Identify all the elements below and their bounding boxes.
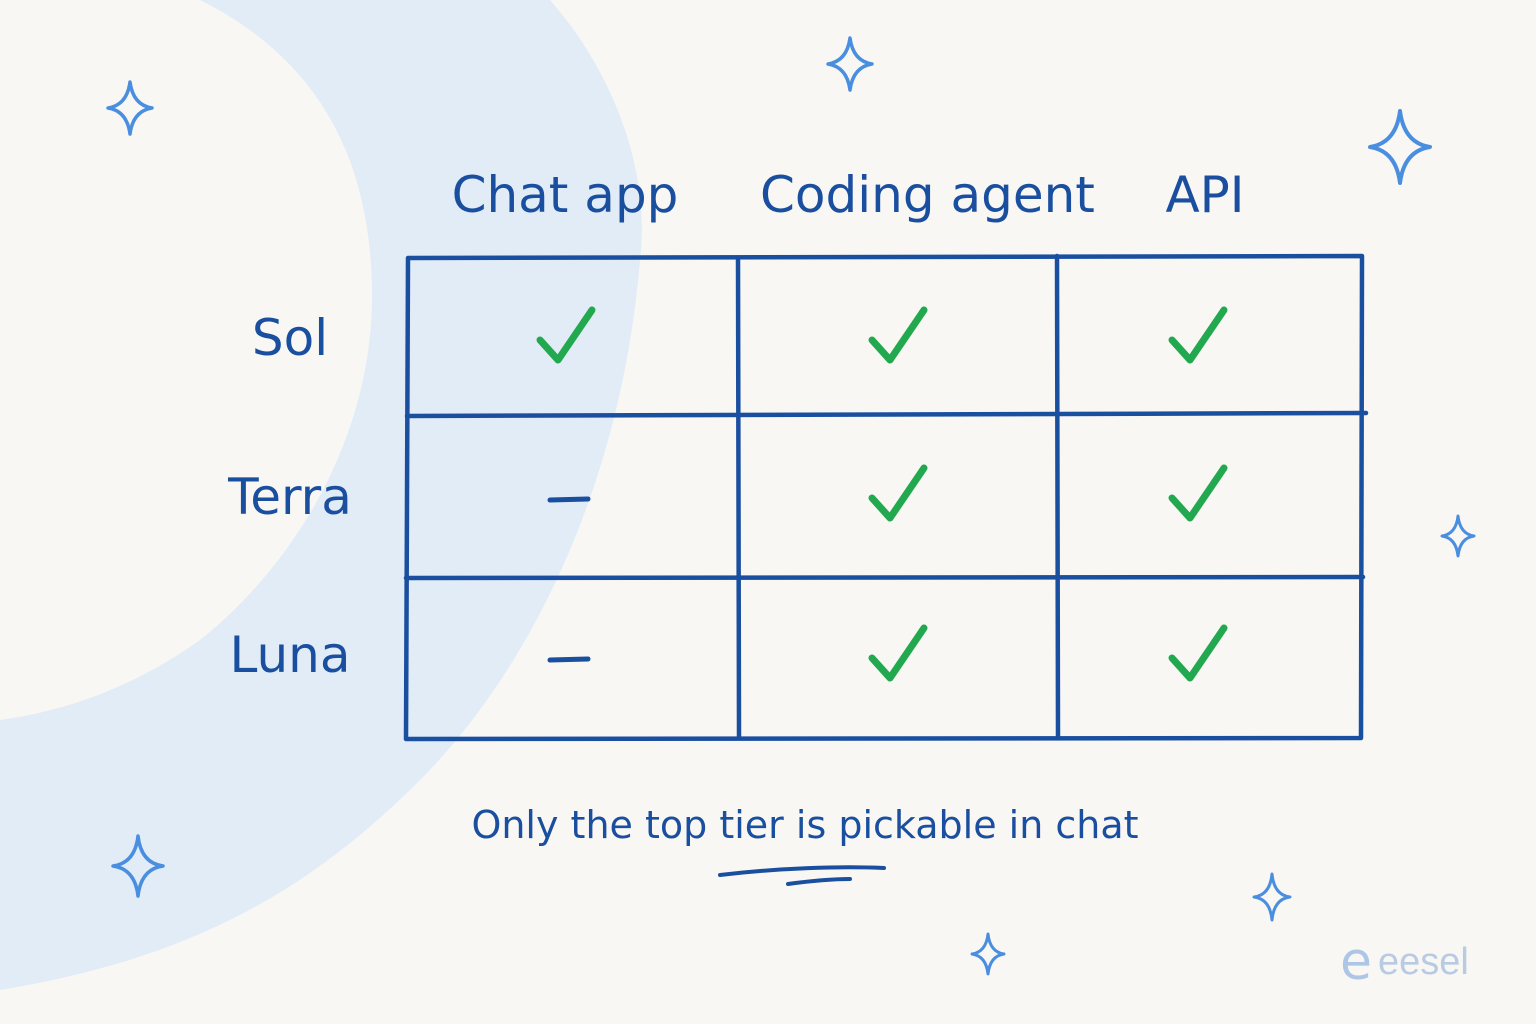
column-divider-1 (735, 255, 742, 740)
checkmark-icon (1168, 464, 1228, 522)
column-header-coding-agent: Coding agent (760, 166, 1095, 224)
brand-name: eesel (1378, 941, 1469, 983)
column-divider-2 (1054, 253, 1061, 740)
sparkle-icon (826, 36, 874, 92)
column-header-chat-app: Chat app (451, 166, 679, 224)
checkmark-icon (1168, 624, 1228, 682)
row-divider-2 (403, 574, 1366, 581)
dash-icon (547, 656, 591, 663)
brand-mark: e (1340, 932, 1372, 992)
checkmark-icon (1168, 306, 1228, 364)
dash-icon (547, 496, 591, 503)
row-header-terra: Terra (228, 468, 352, 526)
checkmark-icon (868, 306, 928, 364)
checkmark-icon (536, 306, 596, 364)
row-header-luna: Luna (229, 626, 351, 684)
sparkle-icon (1368, 109, 1432, 185)
sparkle-icon (106, 80, 154, 136)
sparkle-icon (1440, 514, 1476, 558)
table-grid-lines (403, 253, 1369, 742)
sparkle-icon (970, 932, 1006, 976)
checkmark-icon (868, 464, 928, 522)
caption-underline (718, 865, 886, 886)
row-divider-1 (404, 410, 1369, 419)
checkmark-icon (868, 624, 928, 682)
column-header-api: API (1165, 166, 1245, 224)
caption: Only the top tier is pickable in chat (471, 803, 1139, 847)
sparkle-icon (1252, 872, 1292, 922)
sparkle-icon (111, 834, 165, 898)
brand-logo: e eesel (1340, 932, 1469, 992)
row-header-sol: Sol (251, 309, 329, 367)
